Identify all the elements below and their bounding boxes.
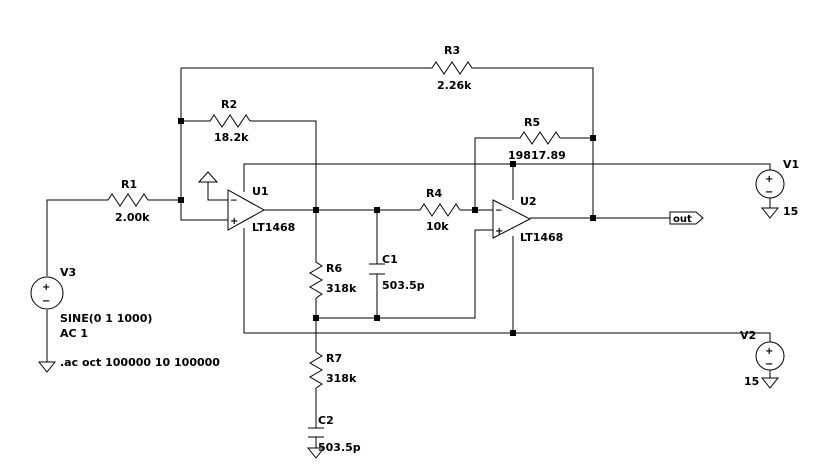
wires (46, 67, 771, 428)
svg-text:+: + (42, 282, 50, 293)
r7-value: 318k (326, 372, 357, 385)
r2-value: 18.2k (214, 131, 249, 144)
opamp-u1[interactable]: − + U1 LT1468 (227, 185, 295, 234)
r3-name: R3 (444, 44, 460, 57)
r5-value: 19817.89 (508, 149, 566, 162)
u2-name: U2 (520, 195, 537, 208)
resistor-r6[interactable]: R6 318k (309, 256, 357, 299)
ground-v1 (760, 207, 780, 219)
opamp-u2-triangle (492, 199, 532, 239)
v3-value: SINE(0 1 1000) (60, 312, 152, 325)
junction-dot (374, 207, 380, 213)
resistor-r2[interactable]: R2 18.2k (200, 98, 251, 144)
ground-v2-icon (760, 377, 780, 389)
voltage-source-v2-icon (755, 341, 785, 371)
r7-name: R7 (326, 352, 342, 365)
u2-plus-sign: + (495, 226, 503, 237)
r1-value: 2.00k (115, 211, 150, 224)
u1-plus-sign: + (230, 216, 238, 227)
u2-minus-sign: − (495, 206, 503, 216)
r6-name: R6 (326, 262, 342, 275)
c1-value: 503.5p (382, 279, 425, 292)
resistor-r2-symbol (200, 114, 251, 128)
capacitor-c1-symbol (369, 263, 385, 275)
r5-name: R5 (524, 116, 540, 129)
ground-v3 (37, 361, 57, 373)
voltage-source-v1[interactable]: + − V1 15 (755, 158, 799, 218)
junction-dot (472, 207, 478, 213)
u2-part: LT1468 (520, 231, 563, 244)
junction-dot (510, 161, 516, 167)
c1-name: C1 (382, 253, 398, 266)
spice-directive[interactable]: .ac oct 100000 10 100000 (60, 356, 220, 369)
ground-v2 (760, 377, 780, 389)
resistor-r5-symbol (510, 131, 561, 145)
c2-name: C2 (318, 414, 334, 427)
ground-c2-icon (306, 447, 326, 459)
opamp-u2[interactable]: − + U2 LT1468 (492, 195, 563, 244)
v3-ac: AC 1 (60, 327, 88, 340)
junction-dot (510, 330, 516, 336)
svg-text:−: − (42, 296, 50, 307)
resistor-r1[interactable]: R1 2.00k (96, 178, 160, 224)
svg-text:−: − (765, 187, 773, 198)
junction-dot (590, 135, 596, 141)
opamp-u1-triangle (227, 189, 266, 231)
resistor-r7[interactable]: R7 318k (309, 346, 357, 389)
junction-dot (590, 215, 596, 221)
voltage-source-v3-icon (30, 276, 64, 310)
output-port-flag (669, 211, 704, 225)
resistor-r3[interactable]: R3 2.26k (420, 44, 480, 92)
u1-minus-sign: − (230, 196, 238, 206)
v2-value: 15 (744, 375, 759, 388)
resistor-r1-symbol (96, 193, 160, 207)
output-label: out (673, 214, 692, 225)
r3-value: 2.26k (437, 79, 472, 92)
ground-c2 (306, 447, 326, 459)
svg-text:+: + (765, 174, 773, 185)
ground-u1 (197, 171, 219, 183)
output-port[interactable]: out (669, 211, 704, 225)
resistor-r5[interactable]: R5 19817.89 (508, 116, 566, 162)
junction-dot (313, 315, 319, 321)
resistor-r6-symbol (309, 256, 323, 299)
ground-u1-icon (197, 171, 219, 183)
junction-dot (374, 315, 380, 321)
voltage-source-v1-icon (755, 169, 785, 199)
capacitor-c2-symbol (308, 427, 324, 448)
r2-name: R2 (221, 98, 237, 111)
resistor-r4[interactable]: R4 10k (410, 187, 461, 233)
svg-text:+: + (765, 346, 773, 357)
r6-value: 318k (326, 282, 357, 295)
u1-name: U1 (252, 185, 269, 198)
svg-text:−: − (765, 359, 773, 370)
junction-dot (178, 118, 184, 124)
r4-name: R4 (426, 187, 442, 200)
capacitor-c1[interactable]: C1 503.5p (369, 253, 425, 292)
voltage-source-v2[interactable]: + − V2 15 (740, 329, 785, 388)
v2-name: V2 (740, 329, 756, 342)
junction-dot (178, 197, 184, 203)
voltage-source-v3[interactable]: + − V3 SINE(0 1 1000) AC 1 (30, 266, 152, 340)
v3-name: V3 (60, 266, 76, 279)
v1-value: 15 (783, 205, 798, 218)
ground-v3-icon (37, 361, 57, 373)
r1-name: R1 (121, 178, 137, 191)
v1-name: V1 (783, 158, 799, 171)
ground-v1-icon (760, 207, 780, 219)
junction-dot (313, 207, 319, 213)
junctions (178, 118, 596, 336)
resistor-r3-symbol (420, 61, 480, 75)
resistor-r7-symbol (309, 346, 323, 389)
r4-value: 10k (426, 220, 449, 233)
resistor-r4-symbol (410, 203, 461, 217)
c2-value: 503.5p (318, 441, 361, 454)
u1-part: LT1468 (252, 221, 295, 234)
capacitor-c2[interactable]: C2 503.5p (308, 414, 361, 454)
